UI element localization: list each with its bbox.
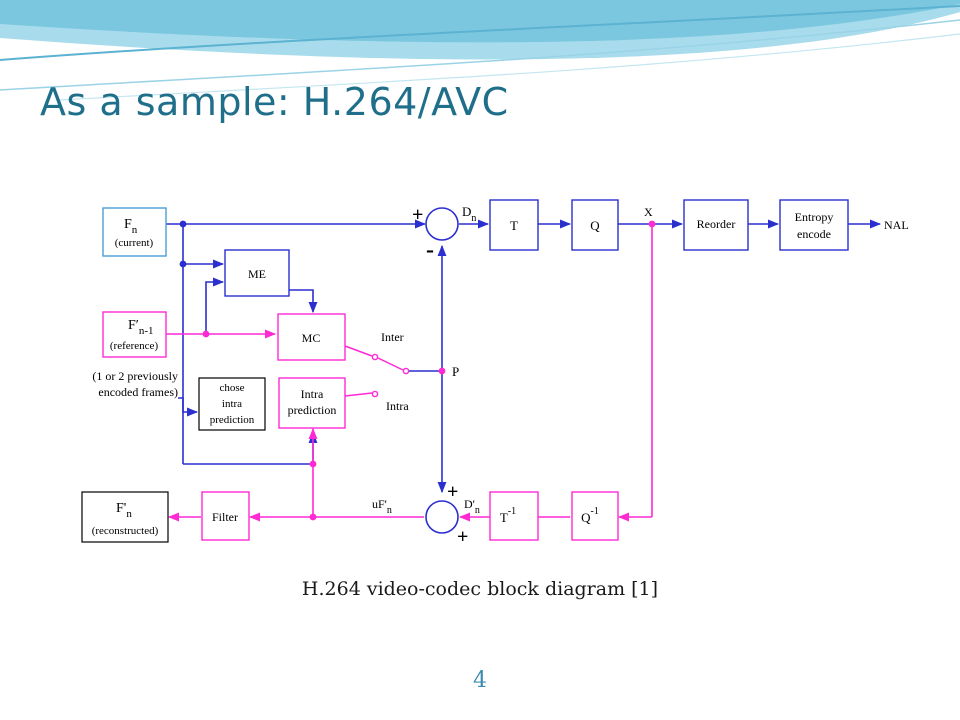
svg-text:Fn: Fn [124, 217, 138, 236]
uf-label-main: uF' [372, 497, 387, 511]
page-number: 4 [473, 668, 487, 693]
svg-text:D'n: D'n [464, 497, 480, 516]
dn-label-sub: n [471, 213, 476, 224]
chose-intra-line1: chose [219, 382, 244, 394]
reconstruction-path-lines [166, 224, 653, 522]
mc-block: MC [277, 313, 346, 361]
plus-sign-recon-top: + [447, 481, 458, 503]
forward-path-lines [166, 219, 882, 494]
addition-summer [425, 500, 459, 534]
me-block: ME [224, 249, 290, 297]
intra-prediction-line2: prediction [288, 403, 337, 417]
t-inverse-sup: -1 [508, 506, 516, 517]
intra-label: Intra [386, 399, 409, 413]
svg-text:Dn: Dn [462, 204, 476, 224]
q-inverse-main: Q [581, 510, 591, 525]
p-label: P [452, 364, 459, 379]
header-swoosh-decoration [0, 0, 960, 101]
svg-text:Q-1: Q-1 [581, 506, 599, 525]
reorder-block: Reorder [683, 199, 749, 251]
svg-text:F'n: F'n [116, 501, 132, 520]
q-inverse-block: Q-1 [571, 491, 619, 541]
inter-label: Inter [381, 330, 404, 344]
t-inverse-main: T [500, 510, 508, 525]
q-inverse-sup: -1 [591, 506, 599, 517]
x-label: X [644, 205, 653, 219]
entropy-encode-block: Entropy encode [779, 199, 849, 251]
fn-reconstructed-block: F'n (reconstructed) [81, 491, 169, 543]
fn-reconstructed-caption: (reconstructed) [92, 525, 159, 537]
dn-label-main: D [462, 204, 471, 219]
plus-sign-recon-bottom: + [457, 526, 468, 548]
fn-reference-sub: n-1 [139, 325, 154, 337]
entropy-line2: encode [797, 227, 831, 241]
h264-block-diagram: Fn (current) F′n-1 (reference) (1 or 2 p… [56, 186, 922, 568]
chose-intra-line2: intra [222, 398, 242, 410]
fn-current-main: F [124, 217, 132, 232]
fn-reference-caption: (reference) [110, 340, 159, 352]
reference-note-line1: (1 or 2 previously [92, 369, 178, 383]
svg-text:F′n-1: F′n-1 [128, 318, 154, 337]
me-label: ME [248, 267, 266, 281]
diagram-caption: H.264 video-codec block diagram [1] [301, 578, 659, 600]
intra-prediction-line1: Intra [301, 387, 324, 401]
t-label: T [510, 218, 518, 233]
plus-sign-top: + [412, 204, 423, 226]
svg-text:T-1: T-1 [500, 506, 516, 525]
q-block: Q [571, 199, 619, 251]
dn-prime-label-main: D' [464, 497, 475, 511]
block-diagram-svg: Fn (current) F′n-1 (reference) (1 or 2 p… [56, 186, 922, 568]
filter-block: Filter [201, 491, 250, 541]
intra-prediction-block: Intra prediction [278, 377, 346, 429]
uf-label-sub: n [387, 505, 392, 516]
t-inverse-block: T-1 [489, 491, 539, 541]
minus-sign: - [426, 237, 434, 263]
nal-label: NAL [884, 218, 909, 232]
t-block: T [489, 199, 539, 251]
fn-current-block: Fn (current) [102, 207, 167, 257]
entropy-line1: Entropy [795, 210, 834, 224]
fn-current-sub: n [132, 224, 138, 236]
subtraction-summer [425, 207, 459, 241]
chose-intra-line3: prediction [210, 414, 255, 426]
fn-reference-block: F′n-1 (reference) [102, 311, 167, 358]
fn-reference-main: F′ [128, 318, 139, 333]
q-label: Q [590, 218, 600, 233]
mc-label: MC [302, 331, 321, 345]
fn-reconstructed-sub: n [126, 508, 132, 520]
fn-reconstructed-main: F' [116, 501, 126, 516]
chose-intra-prediction-block: chose intra prediction [198, 377, 266, 431]
reference-note-line2: encoded frames) [98, 385, 178, 399]
fn-current-caption: (current) [115, 237, 154, 249]
slide-title: As a sample: H.264/AVC [40, 80, 509, 124]
reorder-label: Reorder [697, 217, 736, 231]
dn-prime-label-sub: n [475, 505, 480, 516]
junction-dots [179, 220, 656, 521]
svg-text:uF'n: uF'n [372, 497, 392, 516]
inter-intra-switch [371, 353, 410, 398]
filter-label: Filter [212, 510, 238, 524]
